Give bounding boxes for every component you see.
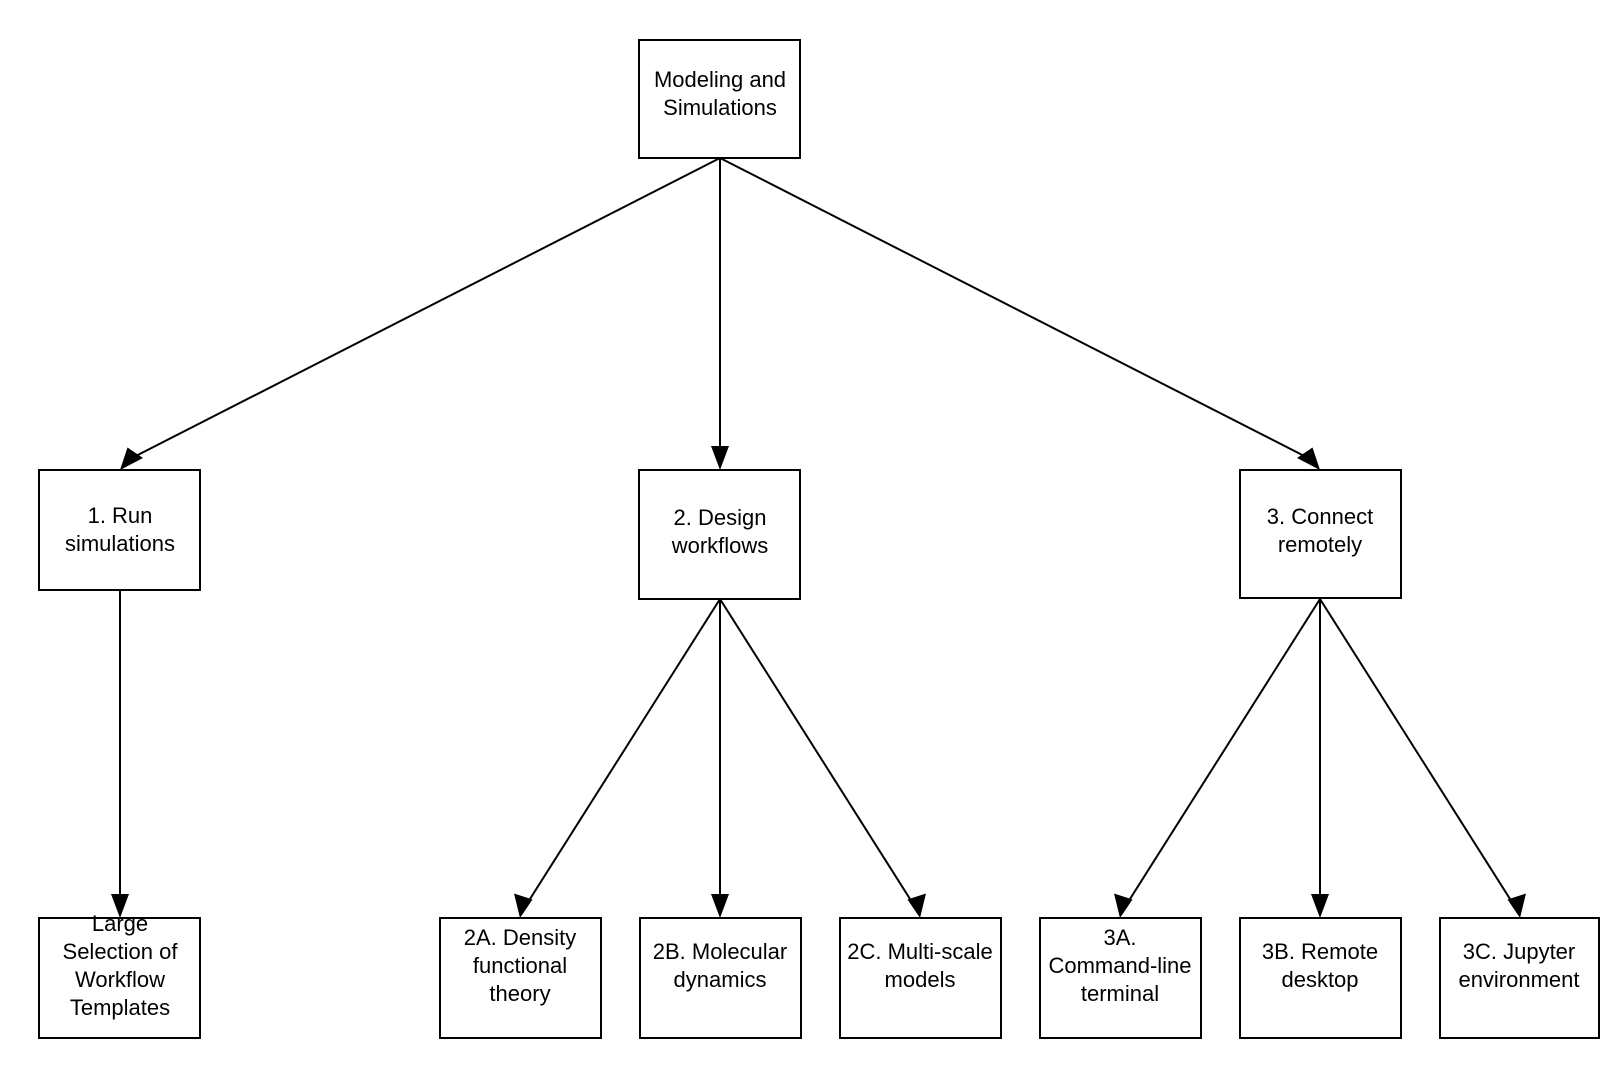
edge-line xyxy=(719,598,918,911)
node-label-line-1: 2. Design xyxy=(674,505,767,530)
node-label-line-4: Templates xyxy=(70,995,170,1020)
edge-root-to-connect-remotely xyxy=(719,157,1320,470)
edge-line xyxy=(522,598,721,911)
node-run-simulations[interactable]: 1. Run simulations xyxy=(38,469,201,591)
node-box[interactable] xyxy=(639,917,802,1039)
node-label-line-2: workflows xyxy=(671,533,769,558)
node-label-line-2: models xyxy=(885,967,956,992)
node-label-line-2: remotely xyxy=(1278,532,1362,557)
node-box[interactable] xyxy=(1039,917,1202,1039)
edge-design-workflows-to-multiscale-models xyxy=(719,598,926,918)
edge-design-workflows-to-dft xyxy=(514,598,721,918)
node-label-line-1: 3. Connect xyxy=(1267,504,1373,529)
node-box[interactable] xyxy=(839,917,1002,1039)
edge-design-workflows-to-molecular-dynamics xyxy=(711,599,729,918)
node-remote-desktop[interactable]: 3B. Remote desktop xyxy=(1239,917,1402,1039)
node-label-line-2: Selection of xyxy=(63,939,179,964)
node-label-line-1: 3B. Remote xyxy=(1262,939,1378,964)
node-label-line-2: desktop xyxy=(1281,967,1358,992)
node-label-line-2: dynamics xyxy=(674,967,767,992)
arrowhead-icon xyxy=(1114,893,1133,918)
arrowhead-icon xyxy=(120,447,143,470)
node-label-line-1: 3C. Jupyter xyxy=(1463,939,1576,964)
node-label-line-1: 3A. xyxy=(1103,925,1136,950)
arrowhead-icon xyxy=(711,446,729,470)
edge-line xyxy=(719,157,1317,463)
arrowhead-icon xyxy=(111,894,129,918)
arrowhead-icon xyxy=(907,893,926,918)
edge-line xyxy=(1319,598,1518,911)
edge-root-to-design-workflows xyxy=(711,158,729,470)
node-box[interactable] xyxy=(1239,917,1402,1039)
node-multiscale-models[interactable]: 2C. Multi-scale models xyxy=(839,917,1002,1039)
node-molecular-dynamics[interactable]: 2B. Molecular dynamics xyxy=(639,917,802,1039)
node-box[interactable] xyxy=(38,917,201,1039)
node-box[interactable] xyxy=(638,469,801,600)
edge-root-to-run-simulations xyxy=(120,157,721,470)
node-box[interactable] xyxy=(439,917,602,1039)
node-connect-remotely[interactable]: 3. Connect remotely xyxy=(1239,469,1402,599)
arrowhead-icon xyxy=(1507,893,1526,918)
node-label-line-1: Modeling and xyxy=(654,67,786,92)
node-label-line-2: Command-line xyxy=(1048,953,1191,978)
arrowhead-icon xyxy=(1297,447,1320,470)
edge-run-simulations-to-workflow-templates xyxy=(111,590,129,918)
edge-connect-remotely-to-remote-desktop xyxy=(1311,599,1329,918)
arrowhead-icon xyxy=(711,894,729,918)
node-label-line-3: Workflow xyxy=(75,967,165,992)
node-command-line-terminal[interactable]: 3A. Command-line terminal xyxy=(1039,917,1202,1039)
node-jupyter-environment[interactable]: 3C. Jupyter environment xyxy=(1439,917,1600,1039)
arrowhead-icon xyxy=(514,893,533,918)
node-label-line-3: terminal xyxy=(1081,981,1159,1006)
node-label-line-1: 2B. Molecular xyxy=(653,939,788,964)
node-box[interactable] xyxy=(38,469,201,591)
node-label-line-3: theory xyxy=(489,981,550,1006)
node-label-line-2: functional xyxy=(473,953,567,978)
edge-connect-remotely-to-command-line-terminal xyxy=(1114,598,1321,918)
node-density-functional-theory[interactable]: 2A. Density functional theory xyxy=(439,917,602,1039)
node-box[interactable] xyxy=(1239,469,1402,599)
node-label-line-2: simulations xyxy=(65,531,175,556)
edge-line xyxy=(1122,598,1321,911)
edge-connect-remotely-to-jupyter-environment xyxy=(1319,598,1526,918)
node-label-line-1: 1. Run xyxy=(88,503,153,528)
node-box[interactable] xyxy=(638,39,801,159)
node-label-line-1: 2A. Density xyxy=(464,925,577,950)
node-modeling-and-simulations[interactable]: Modeling and Simulations xyxy=(638,39,801,159)
node-label-line-2: Simulations xyxy=(663,95,777,120)
node-workflow-templates[interactable]: Large Selection of Workflow Templates xyxy=(38,911,201,1039)
node-box[interactable] xyxy=(1439,917,1600,1039)
edge-line xyxy=(123,157,721,463)
node-label-line-1: Large xyxy=(92,911,148,936)
node-label-line-2: environment xyxy=(1458,967,1579,992)
node-label-line-1: 2C. Multi-scale xyxy=(847,939,992,964)
arrowhead-icon xyxy=(1311,894,1329,918)
node-design-workflows[interactable]: 2. Design workflows xyxy=(638,469,801,600)
